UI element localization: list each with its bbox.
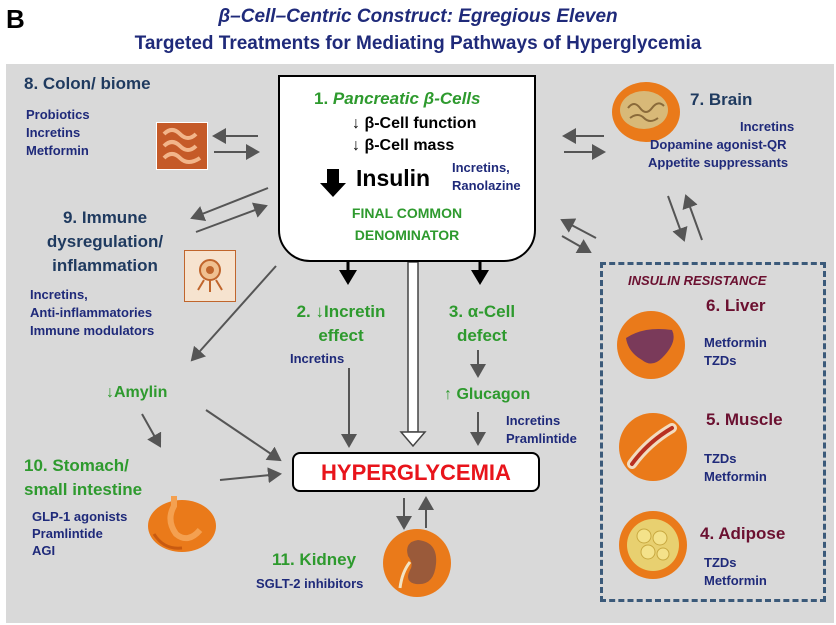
immune-beta-arrows [190,187,269,233]
stomach-icon [148,496,216,552]
colon-treatment: Probiotics [26,107,90,122]
alpha-treatment: Incretins [506,413,561,428]
insulin-resistance-box [600,262,826,602]
stomach-treatment: AGI [32,543,56,558]
immune-title-line: inflammation [52,256,158,275]
panel-letter: B [6,4,25,34]
beta-cell-mass: ↓ β-Cell mass [352,137,455,154]
incretin-title-line: 2. ↓Incretin [296,302,386,321]
immune-title-line: dysregulation/ [46,232,164,251]
alpha-treatment: Pramlintide [506,431,577,446]
insulin-resistance-label: INSULIN RESISTANCE [628,273,767,288]
beta-cell-title: 1. Pancreatic β-Cells [314,87,481,110]
brain-title: 7. Brain [690,90,753,109]
colon-beta-arrows [212,128,260,160]
beta-cell-function: ↓ β-Cell function [352,115,477,132]
down-arrow-icon [320,169,346,197]
beta-treatment-2: Ranolazine [452,178,521,193]
beta-to-hyper-main-arrow [399,261,427,448]
hyper-kidney-arrows [396,496,434,530]
beta-cell-box: 1. Pancreatic β-Cells ↓ β-Cell function … [278,75,536,262]
beta-to-amylin-arrow [190,265,277,362]
muscle-icon [619,413,687,481]
liver-title: 6. Liver [706,296,766,315]
immune-treatment: Incretins, [30,287,88,302]
final-common-line2: DENOMINATOR [354,227,460,243]
stomach-treatment: GLP-1 agonists [32,509,128,524]
beta-cell-number: 1. [314,89,329,108]
kidney-title: 11. Kidney [272,550,357,569]
muscle-title: 5. Muscle [706,410,783,429]
stomach-title-line: small intestine [24,480,143,499]
amylin-label: ↓Amylin [106,384,168,401]
kidney-icon [383,529,451,597]
title-line2: Targeted Treatments for Mediating Pathwa… [134,33,702,54]
stomach-treatment: Pramlintide [32,526,103,541]
brain-treatment: Incretins [740,119,795,134]
incretin-treatment: Incretins [290,351,345,366]
final-common-line1: FINAL COMMON [351,205,463,221]
liver-treatment: TZDs [704,353,737,368]
beta-treatment-1: Incretins, [452,160,510,175]
liver-icon [617,311,685,379]
ir-beta-arrows [560,218,597,253]
adipose-treatment: Metformin [704,573,767,588]
brain-beta-arrows [562,128,606,160]
kidney-treatment: SGLT-2 inhibitors [256,576,364,591]
colon-title: 8. Colon/ biome [24,74,151,93]
immune-title-line: 9. Immune [62,208,148,227]
colon-treatment: Incretins [26,125,81,140]
immune-cell-icon [184,250,236,302]
stomach-to-hyper-arrow [219,467,282,484]
beta-cell-title-text: Pancreatic β-Cells [332,89,481,108]
insulin-label: Insulin [356,165,431,191]
brain-treatment: Dopamine agonist-QR [650,137,787,152]
muscle-treatment: Metformin [704,469,767,484]
colon-icon [156,122,208,170]
adipose-icon [619,511,687,579]
brain-icon [612,82,680,142]
liver-treatment: Metformin [704,335,767,350]
immune-treatment: Immune modulators [30,323,155,338]
incretin-title-line: effect [318,326,364,345]
hyperglycemia-box: HYPERGLYCEMIA [292,452,540,492]
amylin-to-hyper-arrow [205,409,282,462]
adipose-title: 4. Adipose [700,524,786,543]
colon-treatment: Metformin [26,143,89,158]
stomach-title-line: 10. Stomach/ [24,456,129,475]
immune-treatment: Anti-inflammatories [30,305,153,320]
alpha-title-line: defect [456,326,508,345]
hyperglycemia-label: HYPERGLYCEMIA [321,460,511,485]
title-line1: β–Cell–Centric Construct: Egregious Elev… [218,6,618,27]
amylin-to-stomach-arrow [141,413,162,448]
brain-ir-arrows [667,194,703,242]
brain-treatment: Appetite suppressants [648,155,789,170]
alpha-title-line: 3. α-Cell [448,302,516,321]
muscle-treatment: TZDs [704,451,737,466]
adipose-treatment: TZDs [704,555,737,570]
glucagon-label: ↑ Glucagon [444,386,531,403]
